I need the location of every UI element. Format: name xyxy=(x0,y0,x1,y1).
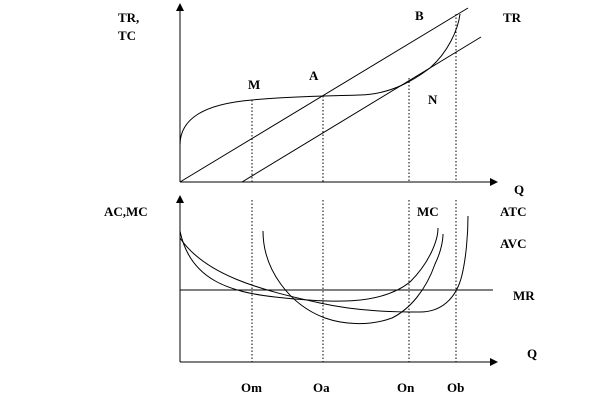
point-b-label: B xyxy=(415,8,424,23)
tr-line xyxy=(179,7,469,183)
top-panel: TR, TC Q TR M A B N xyxy=(118,3,524,197)
point-n-label: N xyxy=(428,92,438,107)
output-on-label: On xyxy=(397,380,415,395)
top-y-axis-label-line1: TR, xyxy=(118,10,139,25)
top-x-axis-label: Q xyxy=(514,182,524,197)
avc-label: AVC xyxy=(500,236,527,251)
bottom-y-axis-label: AC,MC xyxy=(104,204,148,219)
mc-label: MC xyxy=(417,204,439,219)
point-m-label: M xyxy=(248,77,260,92)
mr-label: MR xyxy=(513,288,535,303)
output-ob-label: Ob xyxy=(447,380,464,395)
atc-curve xyxy=(179,215,469,313)
bottom-panel: AC,MC Q MC ATC AVC MR Om Oa On Ob xyxy=(104,195,537,395)
top-y-axis-label-line2: TC xyxy=(118,28,136,43)
tr-label: TR xyxy=(503,10,522,25)
avc-curve xyxy=(262,230,444,325)
output-oa-label: Oa xyxy=(313,380,330,395)
mc-curve xyxy=(179,227,439,302)
tr-parallel-tangent-line xyxy=(241,36,482,183)
atc-label: ATC xyxy=(500,204,526,219)
output-om-label: Om xyxy=(241,380,262,395)
point-a-label: A xyxy=(309,68,319,83)
tc-curve xyxy=(179,13,461,146)
bottom-x-axis-label: Q xyxy=(527,346,537,361)
